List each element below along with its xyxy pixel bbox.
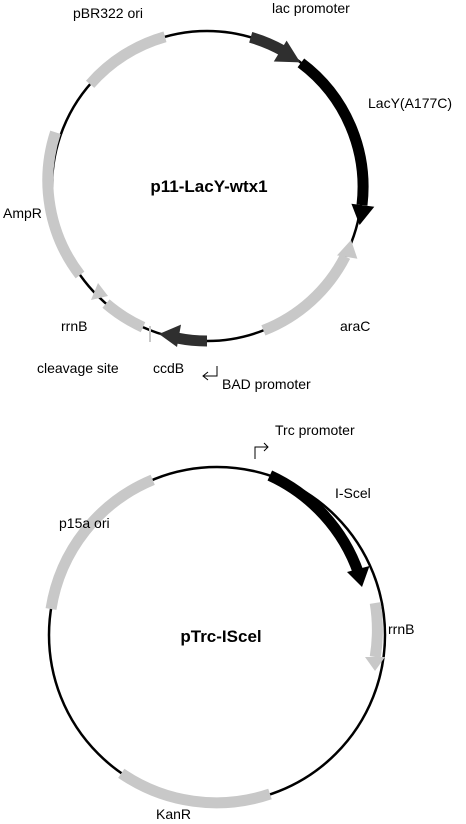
bad-promoter-glyph <box>202 366 218 381</box>
arac-arrowhead <box>337 240 358 259</box>
kanr-segment <box>118 768 272 809</box>
rrnb-segment-2 <box>369 602 383 658</box>
i-scel-arrowhead <box>347 566 370 587</box>
rrnb-segment-1 <box>102 299 146 333</box>
trc-promoter-glyph <box>254 442 269 459</box>
label-p15a-ori: p15a ori <box>59 515 110 531</box>
plasmid-2-name: pTrc-IScel <box>180 627 261 646</box>
label-pbr322-ori: pBR322 ori <box>73 5 143 21</box>
label-rrnb-1: rrnB <box>61 318 87 334</box>
lac-promoter-segment <box>249 32 287 56</box>
rrnb-arrowhead-2 <box>365 657 385 671</box>
label-lac-promoter: lac promoter <box>272 0 350 16</box>
label-ampr: AmpR <box>3 205 42 221</box>
arac-segment <box>261 253 351 336</box>
label-bad-promoter: BAD promoter <box>222 376 311 392</box>
plasmid-p11-lacy-wtx1: p11-LacY-wtx1 pBR322 ori lac promoter La… <box>3 0 452 392</box>
label-lacy-a177c: LacY(A177C) <box>368 95 452 111</box>
rrnb-arrowhead-1 <box>91 283 108 300</box>
label-cleavage-site: cleavage site <box>37 360 119 376</box>
ccdb-segment <box>176 332 208 347</box>
label-i-scel: I-Scel <box>335 485 371 501</box>
lacy-a177c-segment <box>297 58 369 206</box>
label-rrnb-2: rrnB <box>388 621 414 637</box>
ccdb-arrowhead <box>159 324 181 347</box>
label-trc-promoter: Trc promoter <box>275 422 355 438</box>
label-ccdb: ccdB <box>153 360 184 376</box>
ampr-segment <box>42 130 85 279</box>
lac-promoter-arrowhead <box>273 40 301 63</box>
plasmid-ptrc-iscel: pTrc-IScel Trc promoter I-Scel p15a ori … <box>45 422 414 822</box>
i-scel-segment <box>267 470 364 575</box>
lacy-a177c-arrowhead <box>351 203 375 225</box>
label-kanr: KanR <box>156 806 191 822</box>
plasmid-1-name: p11-LacY-wtx1 <box>150 177 267 196</box>
p15a-ori-segment <box>45 474 155 610</box>
pbr322-ori-segment <box>85 31 167 88</box>
label-arac: araC <box>340 318 370 334</box>
